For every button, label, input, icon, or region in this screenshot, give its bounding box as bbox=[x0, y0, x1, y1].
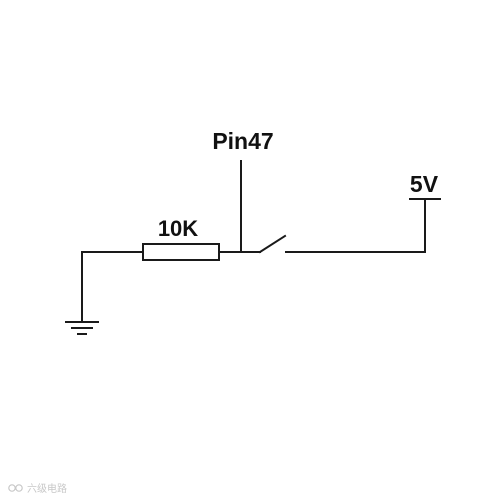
resistor-10k bbox=[142, 243, 220, 261]
watermark-logo-icon bbox=[8, 483, 23, 492]
pin47-label: Pin47 bbox=[212, 128, 273, 154]
supply-wire bbox=[285, 198, 426, 253]
ground-wire bbox=[81, 251, 144, 322]
ground-symbol bbox=[65, 321, 99, 335]
watermark: 六级电路 bbox=[8, 480, 67, 495]
switch-lever bbox=[258, 234, 287, 254]
watermark-text: 六级电路 bbox=[27, 484, 67, 495]
supply-label: 5V bbox=[410, 171, 439, 197]
resistor-label: 10K bbox=[158, 216, 198, 241]
